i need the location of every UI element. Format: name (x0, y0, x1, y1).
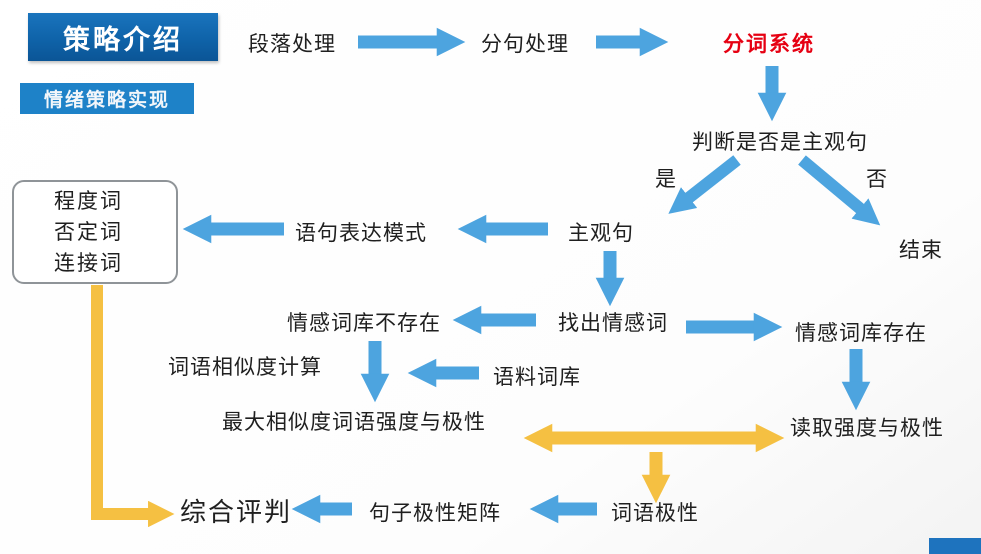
node-word-segmentation-system: 分词系统 (723, 33, 815, 56)
slide-title: 策略介绍 (28, 13, 218, 61)
word-box-negation: 否定词 (54, 221, 123, 244)
node-expression-pattern: 语句表达模式 (295, 222, 427, 245)
node-end: 结束 (899, 239, 943, 262)
node-corpus-lexicon: 语料词库 (493, 366, 581, 389)
branch-label-no: 否 (866, 168, 888, 191)
arrow-judge-no (798, 155, 881, 226)
node-word-type-box: 程度词 否定词 连接词 (12, 180, 178, 284)
slide-subtitle: 情绪策略实现 (20, 83, 194, 114)
node-word-polarity: 词语极性 (611, 502, 699, 525)
node-comprehensive-judgment: 综合评判 (180, 497, 293, 527)
node-lexicon-not-exist: 情感词库不存在 (287, 312, 441, 335)
branch-label-yes: 是 (655, 168, 677, 191)
node-paragraph-processing: 段落处理 (248, 33, 336, 56)
node-sentence-polarity-matrix: 句子极性矩阵 (369, 502, 501, 525)
arrow-judge-yes (668, 155, 741, 214)
node-subjective-sentence: 主观句 (568, 222, 634, 245)
node-read-strength-polarity: 读取强度与极性 (790, 417, 944, 440)
node-max-similarity: 最大相似度词语强度与极性 (222, 411, 486, 434)
node-word-similarity-calc: 词语相似度计算 (168, 356, 322, 379)
arrow-wordbox-to-final (91, 285, 175, 528)
node-sentence-segmentation: 分句处理 (481, 33, 569, 56)
node-judge-subjective: 判断是否是主观句 (692, 131, 868, 154)
bottom-right-accent (929, 538, 981, 554)
word-box-conjunction: 连接词 (54, 252, 123, 275)
node-find-sentiment-words: 找出情感词 (558, 312, 668, 335)
node-lexicon-exist: 情感词库存在 (795, 322, 927, 345)
word-box-degree: 程度词 (54, 190, 123, 213)
